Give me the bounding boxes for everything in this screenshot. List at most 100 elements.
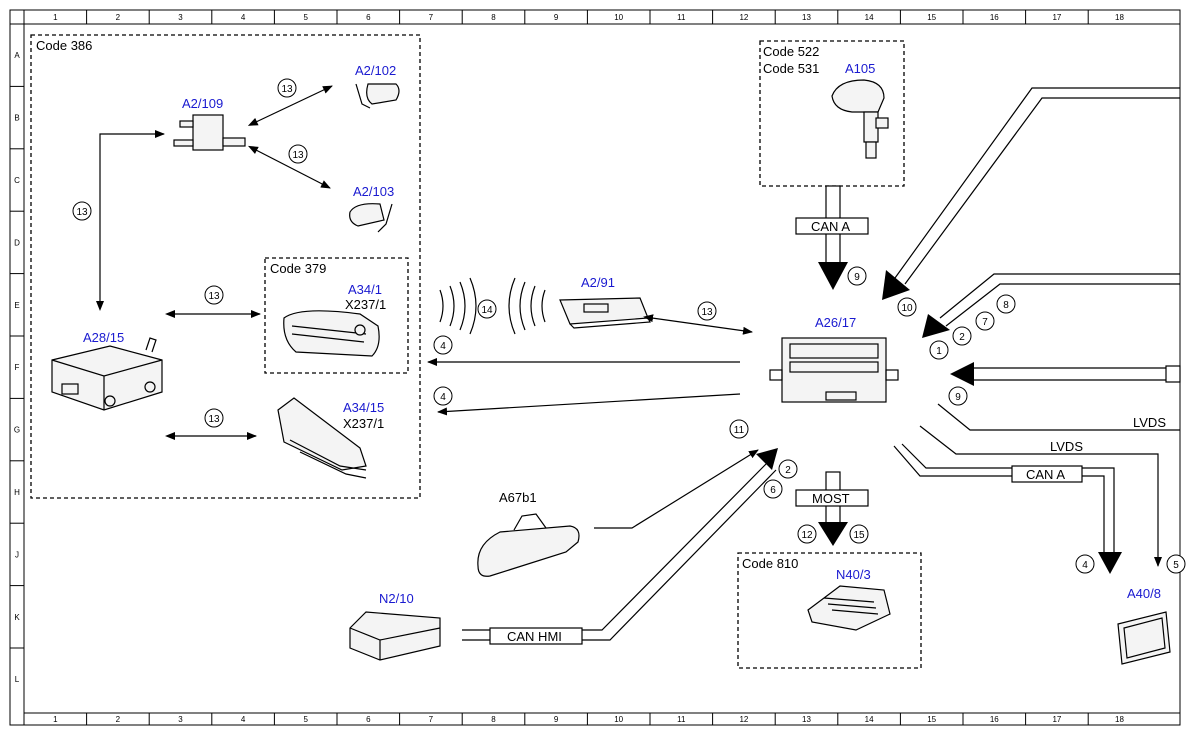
lvds-label-1: LVDS bbox=[1133, 415, 1166, 430]
grid-col-label: 2 bbox=[116, 715, 121, 724]
grid-row-label: D bbox=[14, 238, 20, 247]
grid-row-label: J bbox=[15, 550, 19, 559]
grid-col-label: 11 bbox=[677, 715, 686, 724]
svg-text:13: 13 bbox=[281, 84, 293, 95]
a40-8-label: A40/8 bbox=[1127, 586, 1161, 601]
grid-col-label: 13 bbox=[802, 715, 811, 724]
grid-col-label: 2 bbox=[116, 13, 121, 22]
a67b1-mirror-microphone bbox=[477, 513, 580, 577]
a34-1-label: A34/1 bbox=[348, 282, 382, 297]
callout-13-b: 13 bbox=[288, 144, 308, 164]
a34-1-module bbox=[283, 310, 380, 357]
a34-15-label: A34/15 bbox=[343, 400, 384, 415]
a26-17-head-unit bbox=[769, 337, 899, 403]
grid-col-label: 14 bbox=[865, 13, 874, 22]
callout-13-c: 13 bbox=[72, 201, 92, 221]
grid-row-label: K bbox=[14, 613, 20, 622]
svg-text:1: 1 bbox=[936, 346, 942, 357]
svg-text:6: 6 bbox=[770, 485, 776, 496]
grid-row-label: F bbox=[15, 363, 20, 372]
a2-91-label: A2/91 bbox=[581, 275, 615, 290]
callout-9-top: 9 bbox=[847, 266, 867, 286]
grid-col-label: 8 bbox=[491, 13, 496, 22]
can-a-right-box bbox=[1011, 465, 1083, 483]
grid-row-label: E bbox=[14, 301, 19, 310]
grid-col-label: 15 bbox=[927, 715, 936, 724]
can-a-right-label: CAN A bbox=[1026, 467, 1065, 482]
a105-selector-lever bbox=[831, 79, 889, 159]
connection-lines bbox=[96, 85, 1180, 567]
callout-10: 10 bbox=[897, 297, 917, 317]
grid-row-label: G bbox=[14, 426, 20, 435]
svg-text:13: 13 bbox=[701, 307, 713, 318]
a2-102-mirror-antenna bbox=[355, 83, 400, 109]
grid-col-label: 9 bbox=[554, 715, 559, 724]
code-386-label: Code 386 bbox=[36, 38, 92, 53]
grid-col-label: 6 bbox=[366, 13, 371, 22]
grid-col-label: 4 bbox=[241, 13, 246, 22]
svg-text:2: 2 bbox=[785, 465, 791, 476]
grid-col-label: 12 bbox=[739, 715, 748, 724]
code-379-label: Code 379 bbox=[270, 261, 326, 276]
n2-10-label: N2/10 bbox=[379, 591, 414, 606]
grid-col-label: 11 bbox=[677, 13, 686, 22]
callout-14: 14 bbox=[477, 299, 497, 319]
callout-2-b: 2 bbox=[778, 459, 798, 479]
can-a-top-label: CAN A bbox=[811, 219, 850, 234]
callout-13-d: 13 bbox=[204, 285, 224, 305]
callout-11: 11 bbox=[729, 419, 749, 439]
lvds-label-2: LVDS bbox=[1050, 439, 1083, 454]
grid-col-label: 4 bbox=[241, 715, 246, 724]
grid-row-label: L bbox=[15, 675, 20, 684]
can-hmi-box bbox=[489, 627, 583, 645]
most-label: MOST bbox=[812, 491, 850, 506]
n40-3-amplifier bbox=[807, 585, 891, 631]
callout-13-a: 13 bbox=[277, 78, 297, 98]
grid-row-label: C bbox=[14, 176, 20, 185]
svg-text:4: 4 bbox=[440, 392, 446, 403]
svg-text:8: 8 bbox=[1003, 300, 1009, 311]
a28-15-label: A28/15 bbox=[83, 330, 124, 345]
grid-col-label: 17 bbox=[1052, 13, 1061, 22]
grid-col-label: 16 bbox=[990, 715, 999, 724]
a2-109-label: A2/109 bbox=[182, 96, 223, 111]
callout-13-e: 13 bbox=[204, 408, 224, 428]
callout-7: 7 bbox=[975, 311, 995, 331]
bus-lines bbox=[462, 87, 1181, 645]
most-box bbox=[795, 489, 869, 507]
n40-3-label: N40/3 bbox=[836, 567, 871, 582]
grid-col-label: 5 bbox=[303, 715, 308, 724]
callout-5: 5 bbox=[1166, 554, 1186, 574]
callout-15: 15 bbox=[849, 524, 869, 544]
svg-text:13: 13 bbox=[76, 207, 88, 218]
a40-8-display bbox=[1117, 611, 1171, 665]
code-522-label: Code 522 bbox=[763, 44, 819, 59]
code-531-label: Code 531 bbox=[763, 61, 819, 76]
callout-8: 8 bbox=[996, 294, 1016, 314]
a2-91-module bbox=[559, 297, 651, 329]
x237-1-label-b: X237/1 bbox=[343, 416, 384, 431]
svg-text:14: 14 bbox=[481, 305, 493, 316]
grid-col-label: 5 bbox=[303, 13, 308, 22]
callout-6: 6 bbox=[763, 479, 783, 499]
svg-text:4: 4 bbox=[440, 341, 446, 352]
svg-text:5: 5 bbox=[1173, 560, 1179, 571]
svg-text:11: 11 bbox=[734, 425, 745, 436]
grid-row-label: H bbox=[14, 488, 20, 497]
grid-col-label: 1 bbox=[53, 13, 58, 22]
grid-row-label: A bbox=[14, 51, 20, 60]
svg-text:4: 4 bbox=[1082, 560, 1088, 571]
svg-text:15: 15 bbox=[853, 530, 865, 541]
svg-text:12: 12 bbox=[801, 530, 813, 541]
grid-col-label: 8 bbox=[491, 715, 496, 724]
grid-col-label: 9 bbox=[554, 13, 559, 22]
grid-col-label: 15 bbox=[927, 13, 936, 22]
code-810-box bbox=[737, 552, 922, 669]
callout-4-a: 4 bbox=[433, 335, 453, 355]
svg-text:13: 13 bbox=[208, 414, 220, 425]
svg-text:13: 13 bbox=[208, 291, 220, 302]
can-a-top-box bbox=[795, 217, 869, 235]
callout-13-f: 13 bbox=[697, 301, 717, 321]
